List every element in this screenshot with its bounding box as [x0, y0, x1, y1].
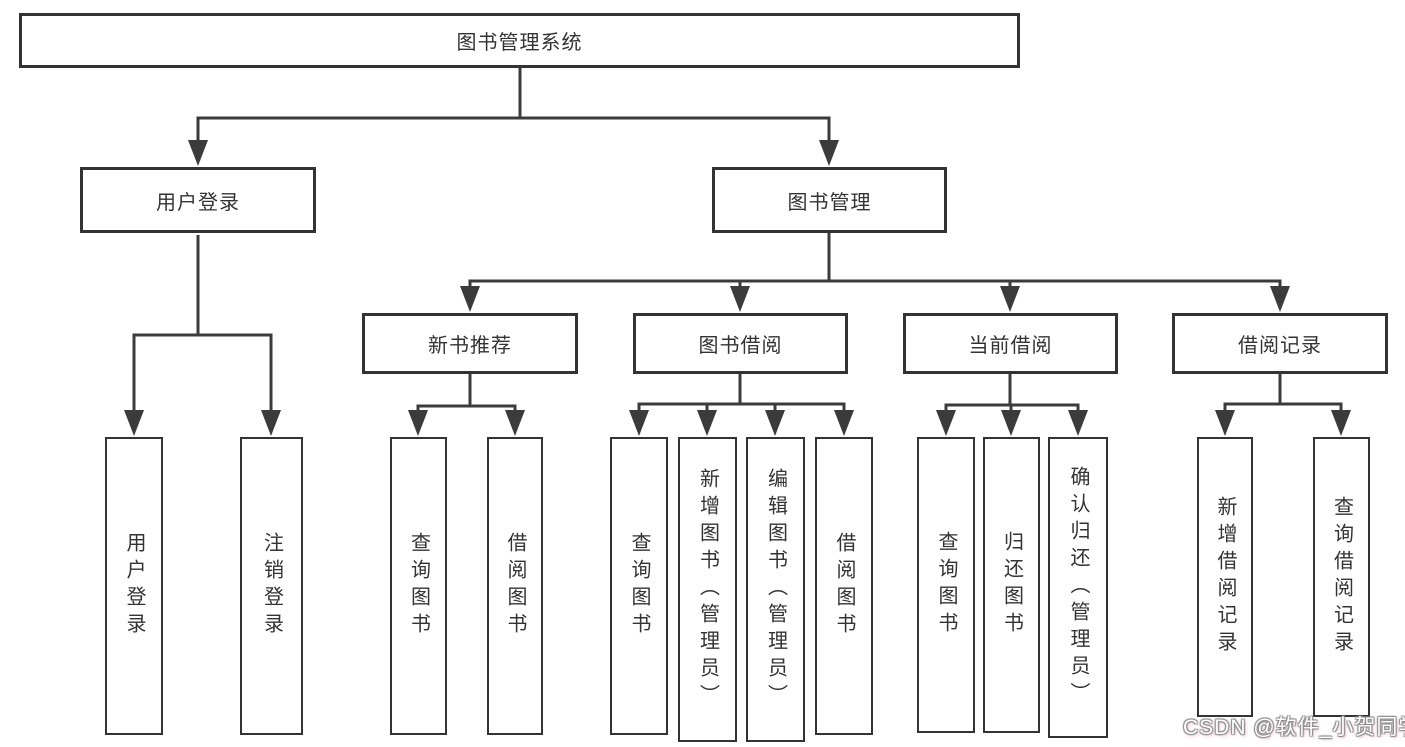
- leaf-label: 查询借阅记录: [1330, 496, 1353, 658]
- node-label: 借阅记录: [1238, 335, 1322, 357]
- leaf-borrow-books: 借阅图书: [815, 437, 873, 735]
- leaf-label: 编辑图书（管理员）: [764, 468, 787, 711]
- leaf-label: 用户登录: [123, 532, 145, 640]
- node-label: 图书管理系统: [456, 32, 583, 54]
- leaf-label: 新增借阅记录: [1214, 496, 1236, 658]
- node-label: 图书管理: [787, 191, 872, 214]
- node-label: 新书推荐: [428, 335, 512, 357]
- leaf-add-borrow-record: 新增借阅记录: [1197, 437, 1253, 717]
- leaf-label: 归还图书: [1000, 531, 1023, 639]
- leaf-query-books: 查询图书: [390, 437, 447, 735]
- leaf-label: 查询图书: [628, 532, 650, 640]
- csdn-watermark: CSDN @软件_小贺同学: [1183, 716, 1405, 739]
- leaf-label: 借阅图书: [504, 532, 526, 640]
- leaf-return-books: 归还图书: [983, 437, 1040, 733]
- leaf-label: 借阅图书: [833, 532, 855, 640]
- node-book-management: 图书管理: [712, 167, 947, 233]
- arrowheads: [124, 140, 1351, 436]
- leaf-user-login: 用户登录: [105, 437, 163, 735]
- leaf-label: 注销登录: [260, 532, 283, 640]
- leaf-label: 查询图书: [407, 532, 430, 640]
- leaf-label: 确认归还（管理员）: [1067, 466, 1089, 709]
- leaf-query-borrow-record: 查询借阅记录: [1313, 437, 1370, 717]
- node-current-borrowing: 当前借阅: [903, 313, 1118, 374]
- node-book-borrowing: 图书借阅: [633, 313, 848, 374]
- leaf-label: 查询图书: [935, 531, 957, 639]
- leaf-borrow-books: 借阅图书: [487, 437, 543, 735]
- node-borrowing-records: 借阅记录: [1172, 313, 1388, 374]
- leaf-query-books: 查询图书: [610, 437, 668, 735]
- node-label: 用户登录: [156, 191, 240, 214]
- node-label: 图书借阅: [698, 335, 783, 357]
- node-label: 当前借阅: [968, 335, 1053, 357]
- leaf-add-books-admin: 新增图书（管理员）: [678, 437, 737, 742]
- leaf-confirm-return-admin: 确认归还（管理员）: [1048, 437, 1108, 738]
- node-user-login: 用户登录: [80, 167, 316, 233]
- leaf-logout: 注销登录: [240, 437, 303, 735]
- leaf-edit-books-admin: 编辑图书（管理员）: [746, 437, 805, 742]
- leaf-query-books: 查询图书: [917, 437, 975, 733]
- node-new-book-recommendation: 新书推荐: [362, 313, 578, 374]
- node-library-management-system: 图书管理系统: [19, 13, 1020, 68]
- leaf-label: 新增图书（管理员）: [696, 468, 719, 711]
